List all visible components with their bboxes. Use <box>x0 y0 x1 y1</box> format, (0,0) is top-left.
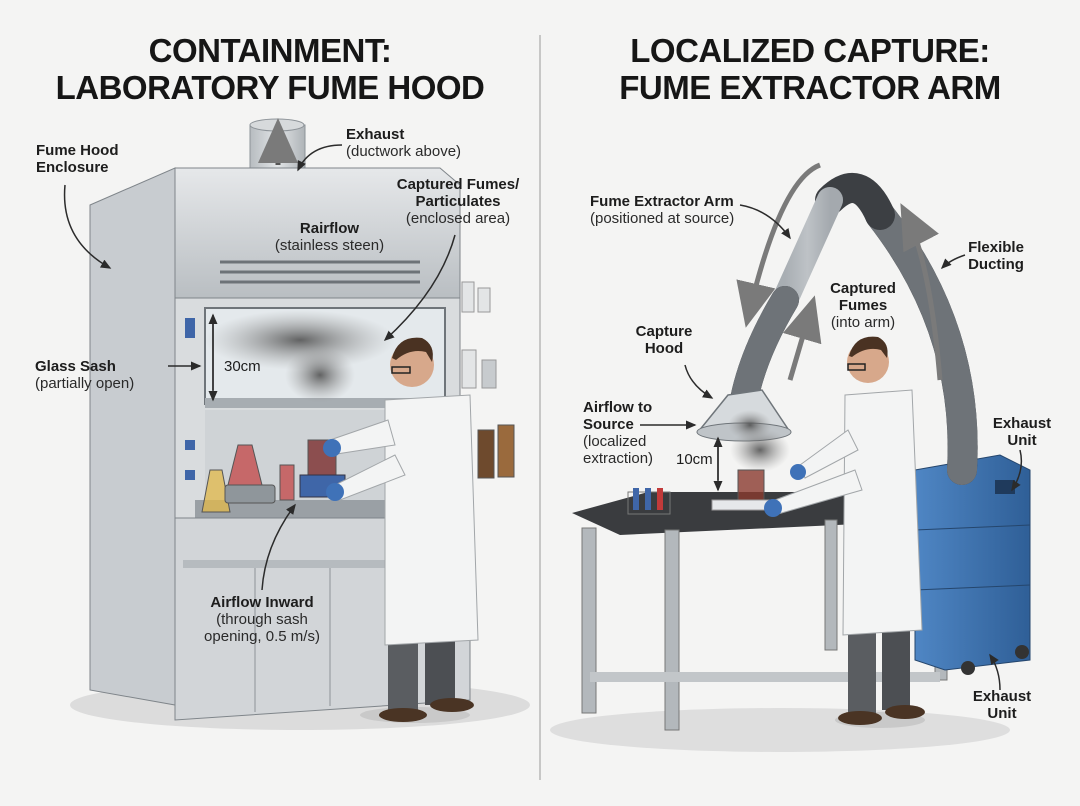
scientist-left <box>323 337 479 723</box>
right-title: LOCALIZED CAPTURE: FUME EXTRACTOR ARM <box>580 32 1040 106</box>
source-distance-dimension: 10cm <box>676 451 713 468</box>
label-fume-extractor-arm: Fume Extractor Arm (positioned at source… <box>590 193 735 227</box>
left-title-line2: LABORATORY FUME HOOD <box>55 69 485 106</box>
label-fume-hood-enclosure: Fume Hood Enclosure <box>36 142 119 176</box>
label-exhaust-unit-bottom: Exhaust Unit <box>972 688 1032 722</box>
left-title-line1: CONTAINMENT: <box>148 32 392 69</box>
exhaust-unit <box>914 454 1031 675</box>
label-glass-sash: Glass Sash (partially open) <box>35 358 135 392</box>
label-exhaust: Exhaust (ductwork above) <box>346 126 462 160</box>
label-airflow-inward: Airflow Inward (through sash opening, 0.… <box>204 594 320 645</box>
extractor-arm-illustration <box>550 162 1031 752</box>
scientist-right <box>764 336 925 728</box>
flexible-ducting <box>731 173 978 485</box>
hood-vents <box>220 260 420 284</box>
label-captured-fumes-left: Captured Fumes/ Particulates (enclosed a… <box>396 176 520 227</box>
right-title-line2: FUME EXTRACTOR ARM <box>619 69 1001 106</box>
right-title-line1: LOCALIZED CAPTURE: <box>630 32 990 69</box>
label-rairflow: Rairflow (stainless steen) <box>274 220 385 254</box>
label-captured-fumes-right: Captured Fumes (into arm) <box>830 280 896 331</box>
fume-hood-illustration <box>63 118 530 730</box>
label-capture-hood: Capture Hood <box>635 323 693 357</box>
label-flexible-ducting: Flexible Ducting <box>968 239 1024 273</box>
label-exhaust-unit-top: Exhaust Unit <box>992 415 1052 449</box>
label-airflow-to-source: Airflow to Source (localized extraction) <box>583 399 654 467</box>
left-title: CONTAINMENT: LABORATORY FUME HOOD <box>40 32 500 106</box>
sash-height-dimension: 30cm <box>224 358 261 375</box>
